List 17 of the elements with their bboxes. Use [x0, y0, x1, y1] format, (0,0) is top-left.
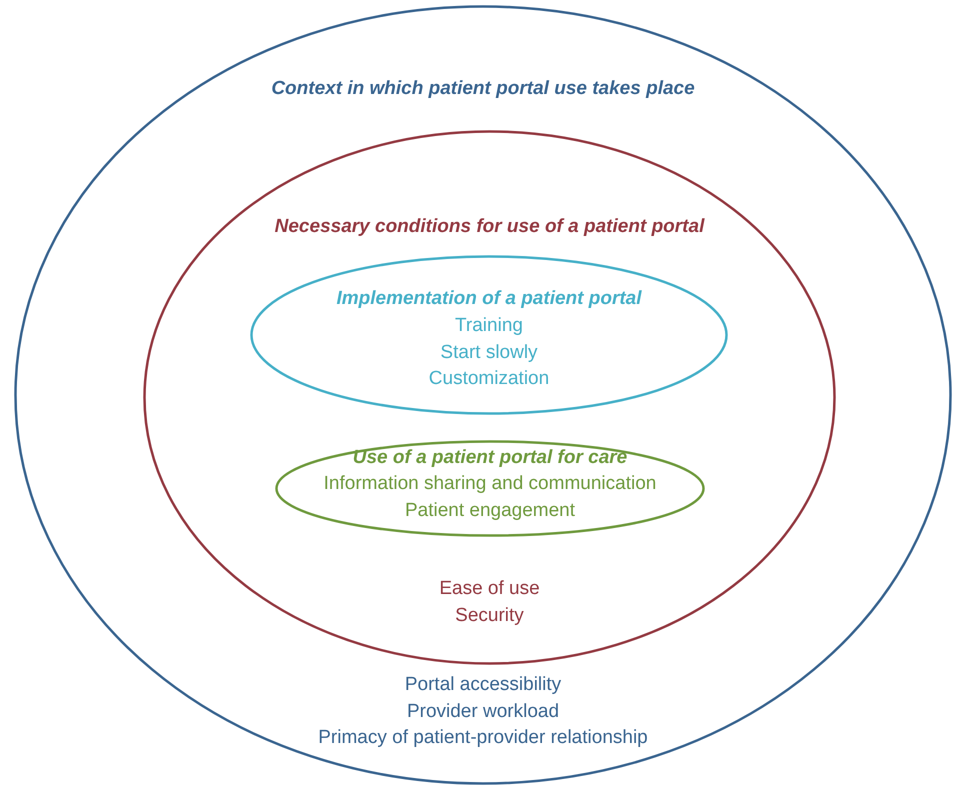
- list-item: Primacy of patient-provider relationship: [318, 726, 648, 750]
- ellipse-region: [14, 5, 952, 785]
- list-item: Information sharing and communication: [324, 472, 656, 496]
- list-item: Provider workload: [406, 700, 560, 724]
- ellipse-region: [143, 130, 836, 665]
- heading: Context in which patient portal use takes place: [271, 77, 695, 101]
- list-item: Ease of use: [439, 577, 540, 601]
- list-item: Customization: [428, 367, 550, 391]
- list-item: Security: [455, 604, 524, 628]
- list-item: Start slowly: [440, 340, 538, 364]
- list-item: Portal accessibility: [404, 673, 562, 697]
- heading: Implementation of a patient portal: [336, 287, 642, 311]
- ellipse-region: [250, 255, 728, 415]
- heading: Necessary conditions for use of a patient portal: [274, 215, 704, 239]
- list-item: Training: [455, 314, 523, 338]
- ellipse-region: [275, 440, 705, 537]
- list-item: Patient engagement: [404, 498, 576, 522]
